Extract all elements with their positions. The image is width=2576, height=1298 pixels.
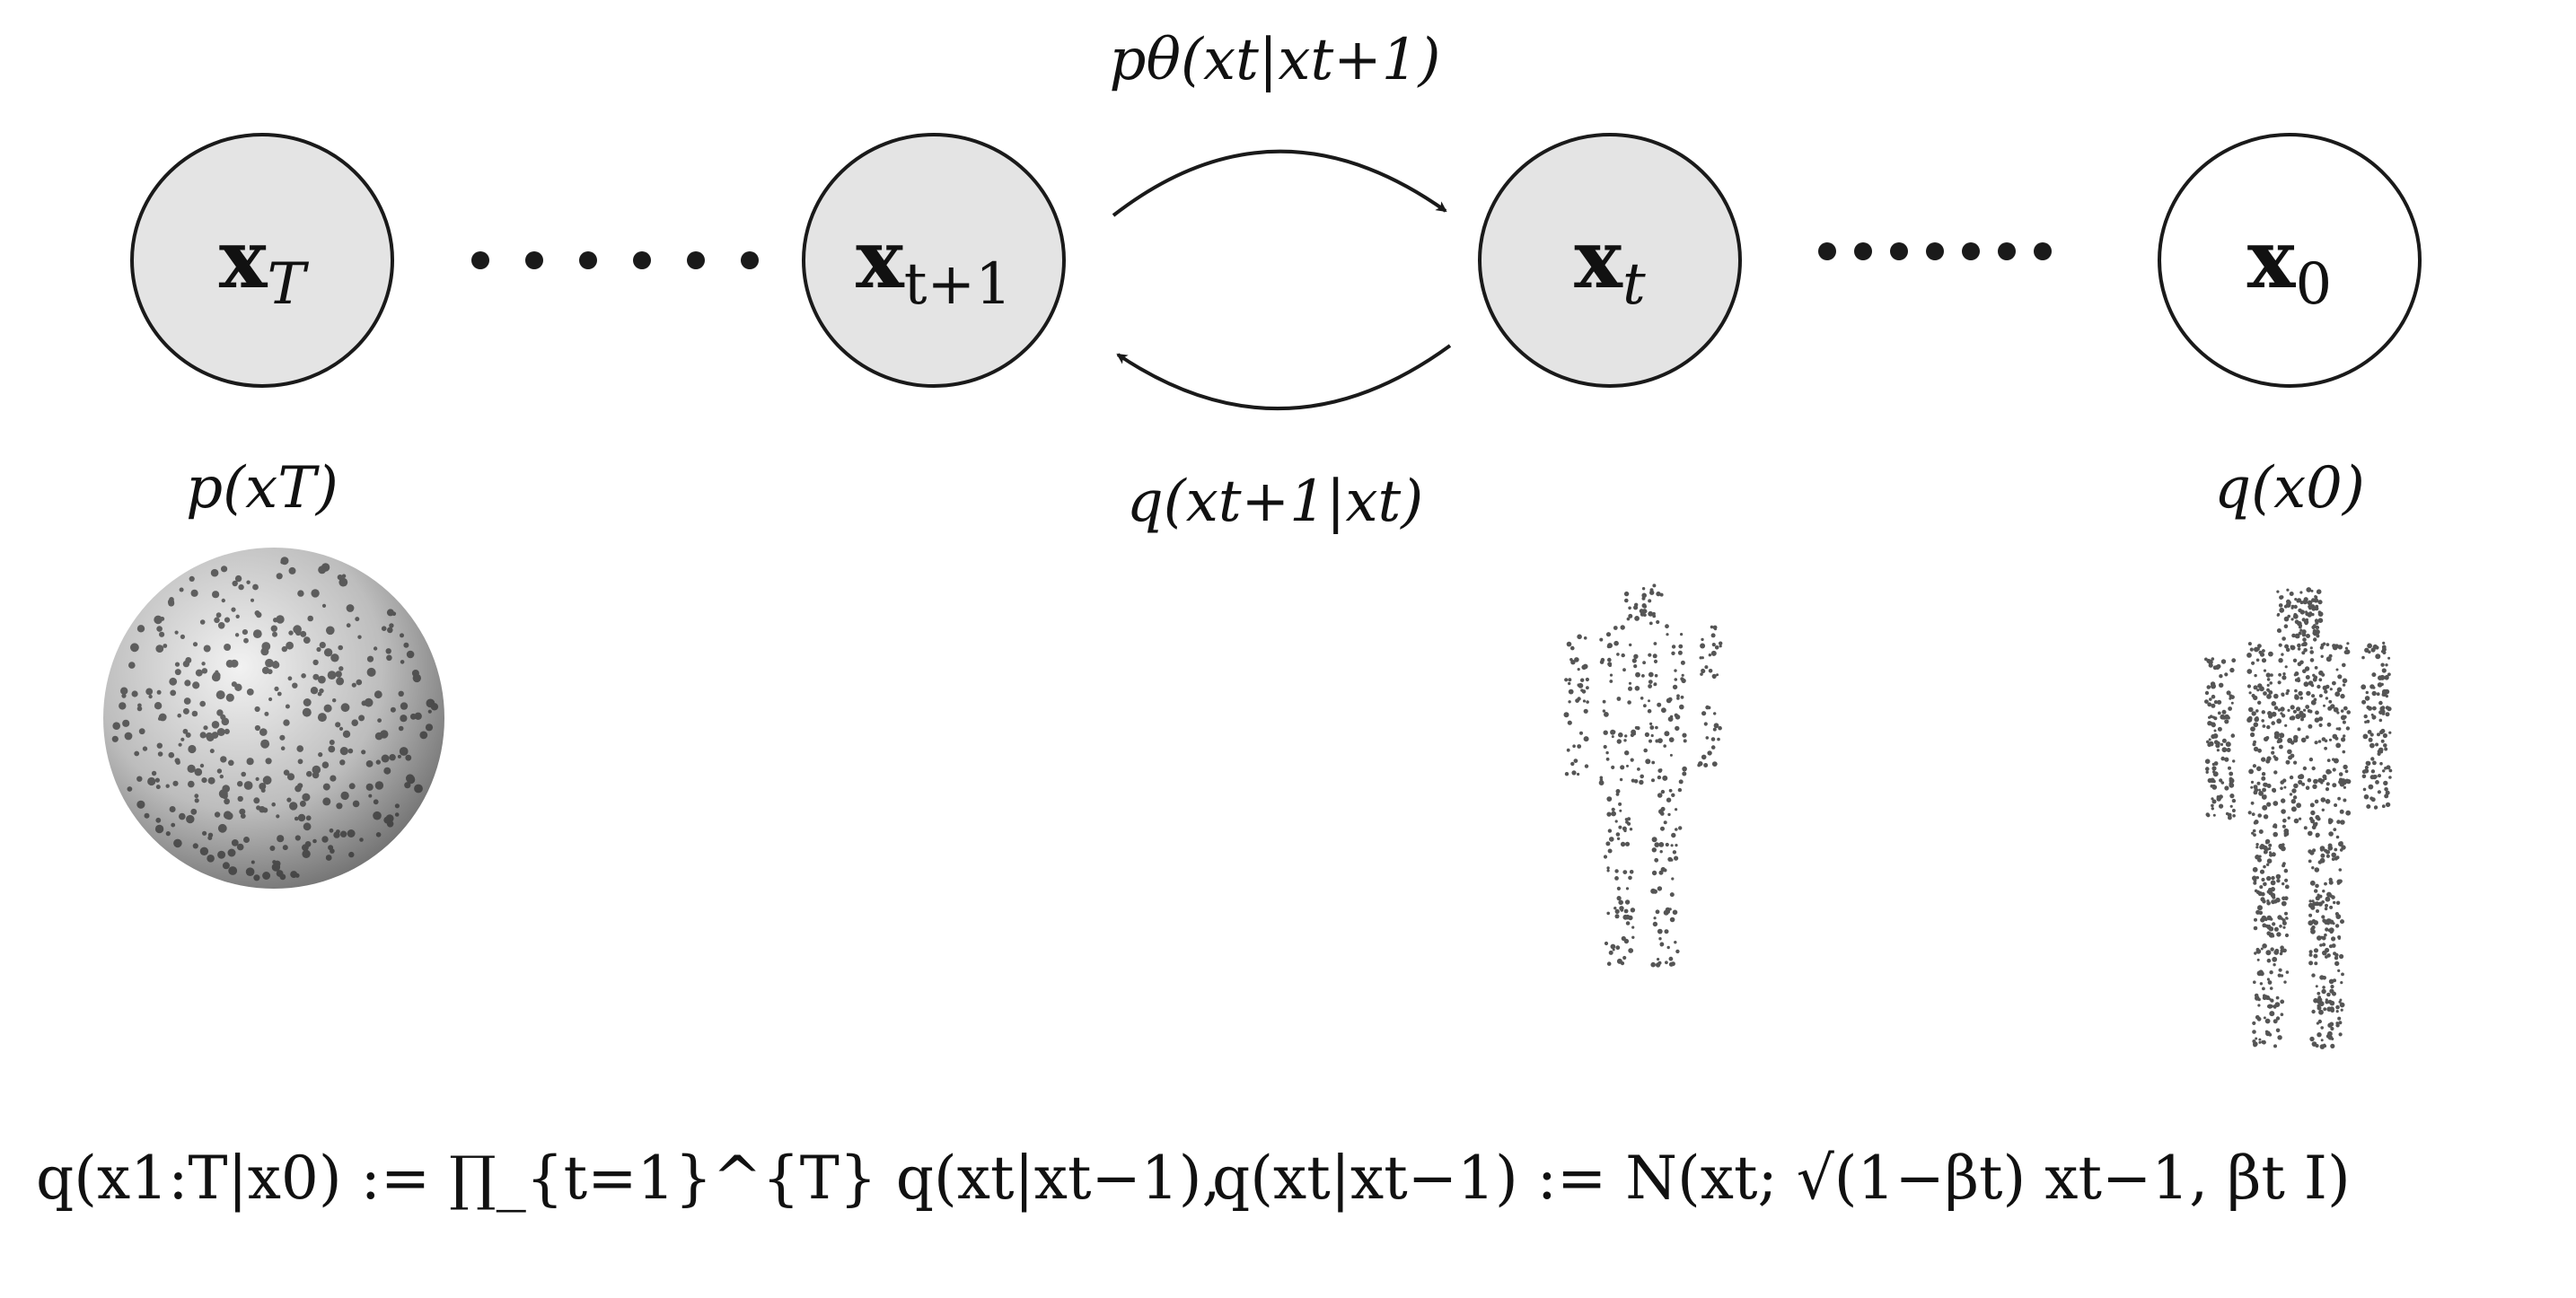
node-xT-circle: [130, 133, 394, 388]
node-xt-plus-1: xt+1: [802, 133, 1066, 388]
forward-joint-equation: q(x1:T|x0) := ∏_{t=1}^{T} q(xt|xt−1),: [36, 1144, 1221, 1213]
forward-process-label: q(xt+1|xt): [1127, 469, 1423, 535]
node-xT: xT: [130, 133, 394, 388]
data-dist-label: q(x0): [2214, 455, 2365, 522]
sphere-point-cloud-icon: [103, 548, 444, 889]
node-xt-circle: [1478, 133, 1742, 388]
ellipsis-dots-right: [1818, 242, 2052, 260]
node-xt: xt: [1478, 133, 1742, 388]
reverse-arrow: [1112, 149, 1447, 217]
ellipsis-dots-left: [471, 251, 759, 269]
node-x0-circle: [2158, 133, 2422, 388]
node-xt-plus-1-label: xt+1: [856, 212, 1012, 318]
node-x0: x0: [2158, 133, 2422, 388]
forward-arrow: [1116, 344, 1452, 411]
node-xt-plus-1-circle: [802, 133, 1066, 388]
human-point-cloud-icon: [2204, 587, 2393, 1049]
prior-label: p(xT): [186, 455, 338, 522]
noisy-human-point-cloud-icon: [1563, 583, 1723, 968]
node-xt-label: xt: [1574, 212, 1646, 318]
node-xT-label: xT: [219, 212, 310, 318]
reverse-process-label: pθ(xt|xt+1): [1110, 27, 1441, 93]
node-x0-label: x0: [2247, 212, 2332, 318]
forward-step-equation: q(xt|xt−1) := N(xt; √(1−βt) xt−1, βt I): [1212, 1144, 2351, 1213]
